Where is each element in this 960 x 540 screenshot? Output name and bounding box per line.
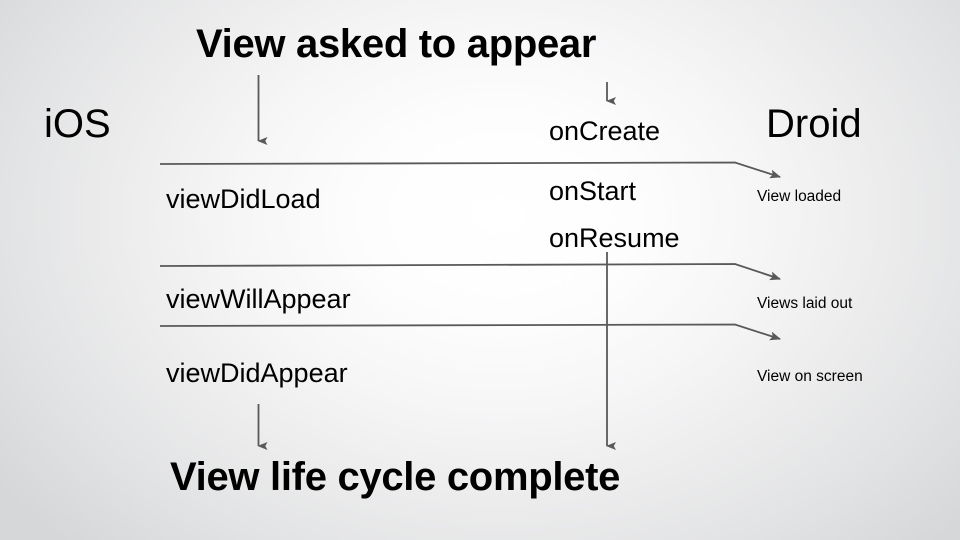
android-method-oncreate: onCreate <box>549 116 661 146</box>
ios-method-viewdidappear: viewDidAppear <box>166 358 348 388</box>
state-note-views-laid-out: Views laid out <box>757 295 853 312</box>
ios-method-viewdidload: viewDidLoad <box>166 184 321 214</box>
separator-line-2 <box>159 263 781 281</box>
state-note-view-loaded: View loaded <box>757 188 842 205</box>
separator-line-3 <box>159 323 781 341</box>
page-title-bottom: View life cycle complete <box>170 455 621 499</box>
separator-line-1 <box>159 161 781 179</box>
page-title-top: View asked to appear <box>196 22 597 66</box>
platform-label-droid: Droid <box>766 102 862 146</box>
ios-method-viewwillappear: viewWillAppear <box>166 284 351 314</box>
android-method-onresume: onResume <box>549 223 680 253</box>
android-method-onstart: onStart <box>549 176 637 206</box>
platform-label-ios: iOS <box>44 102 111 146</box>
state-note-view-on-screen: View on screen <box>757 368 863 385</box>
